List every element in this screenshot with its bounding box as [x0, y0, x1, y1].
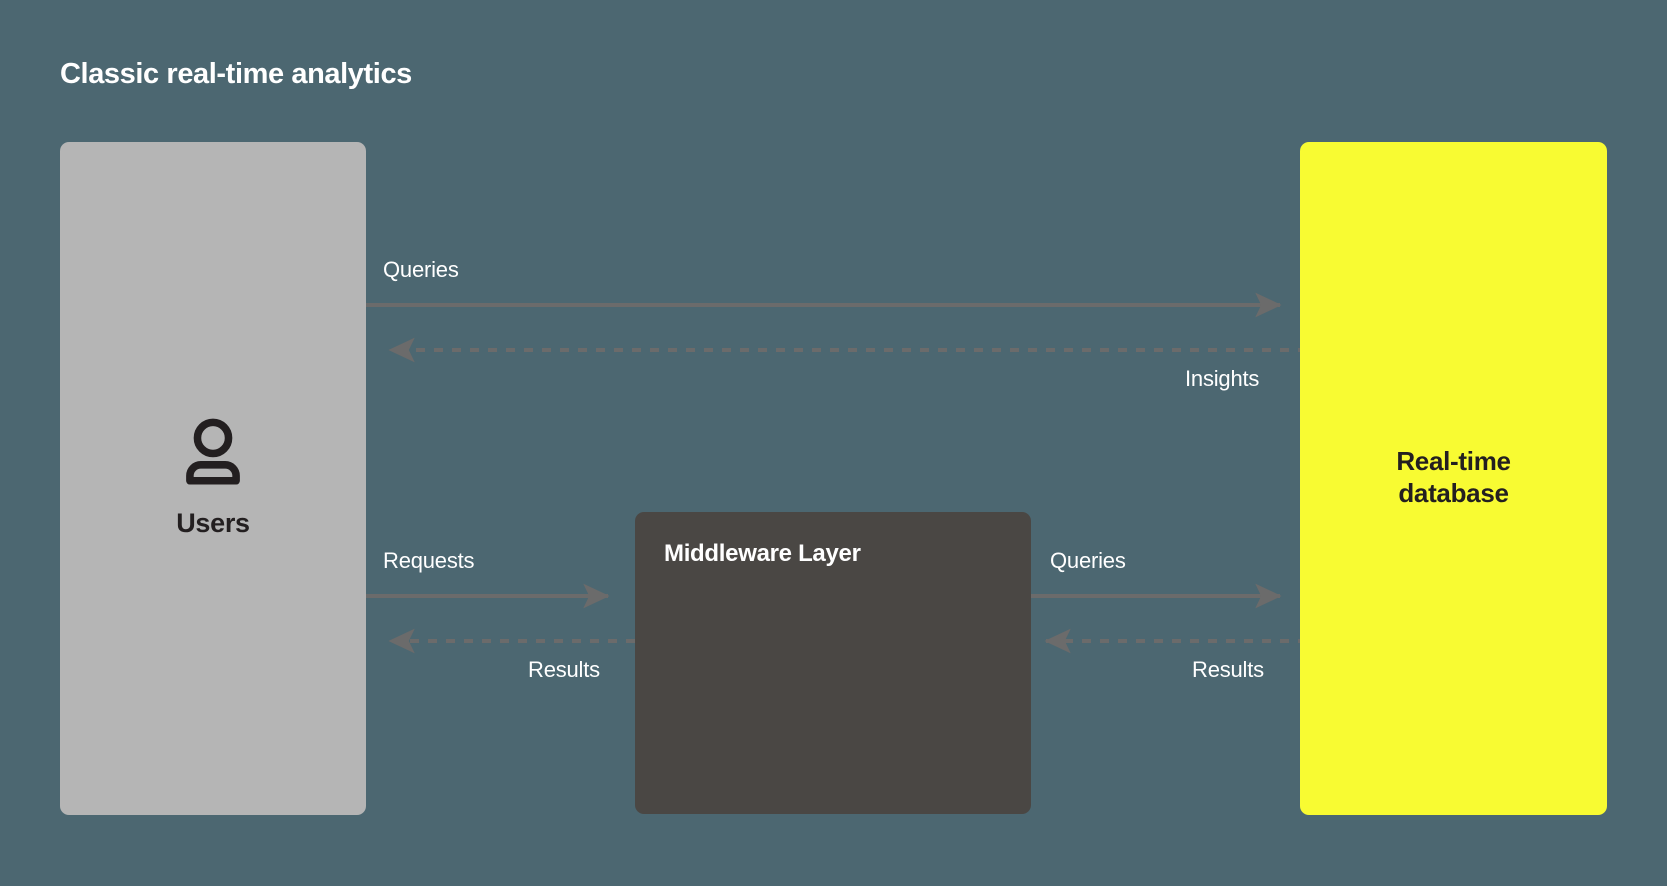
- database-label-line1: Real-time: [1396, 446, 1511, 476]
- database-label-line2: database: [1398, 477, 1509, 508]
- page-title: Classic real-time analytics: [60, 58, 412, 90]
- edge-label-results-left: Results: [528, 657, 600, 682]
- users-label: Users: [176, 508, 250, 538]
- edge-label-results-right: Results: [1192, 657, 1264, 682]
- node-middleware[interactable]: Middleware Layer: [635, 512, 1031, 814]
- edge-label-insights: Insights: [1185, 366, 1260, 391]
- edge-label-queries-top: Queries: [383, 257, 459, 282]
- node-database[interactable]: Real-time database: [1300, 142, 1607, 815]
- user-icon: [186, 418, 240, 485]
- node-users[interactable]: Users: [60, 142, 366, 815]
- users-node-content: Users: [60, 414, 366, 539]
- database-label: Real-time database: [1300, 446, 1607, 509]
- edge-label-queries-mid: Queries: [1050, 548, 1126, 573]
- middleware-label: Middleware Layer: [664, 540, 861, 567]
- edge-label-requests: Requests: [383, 548, 475, 573]
